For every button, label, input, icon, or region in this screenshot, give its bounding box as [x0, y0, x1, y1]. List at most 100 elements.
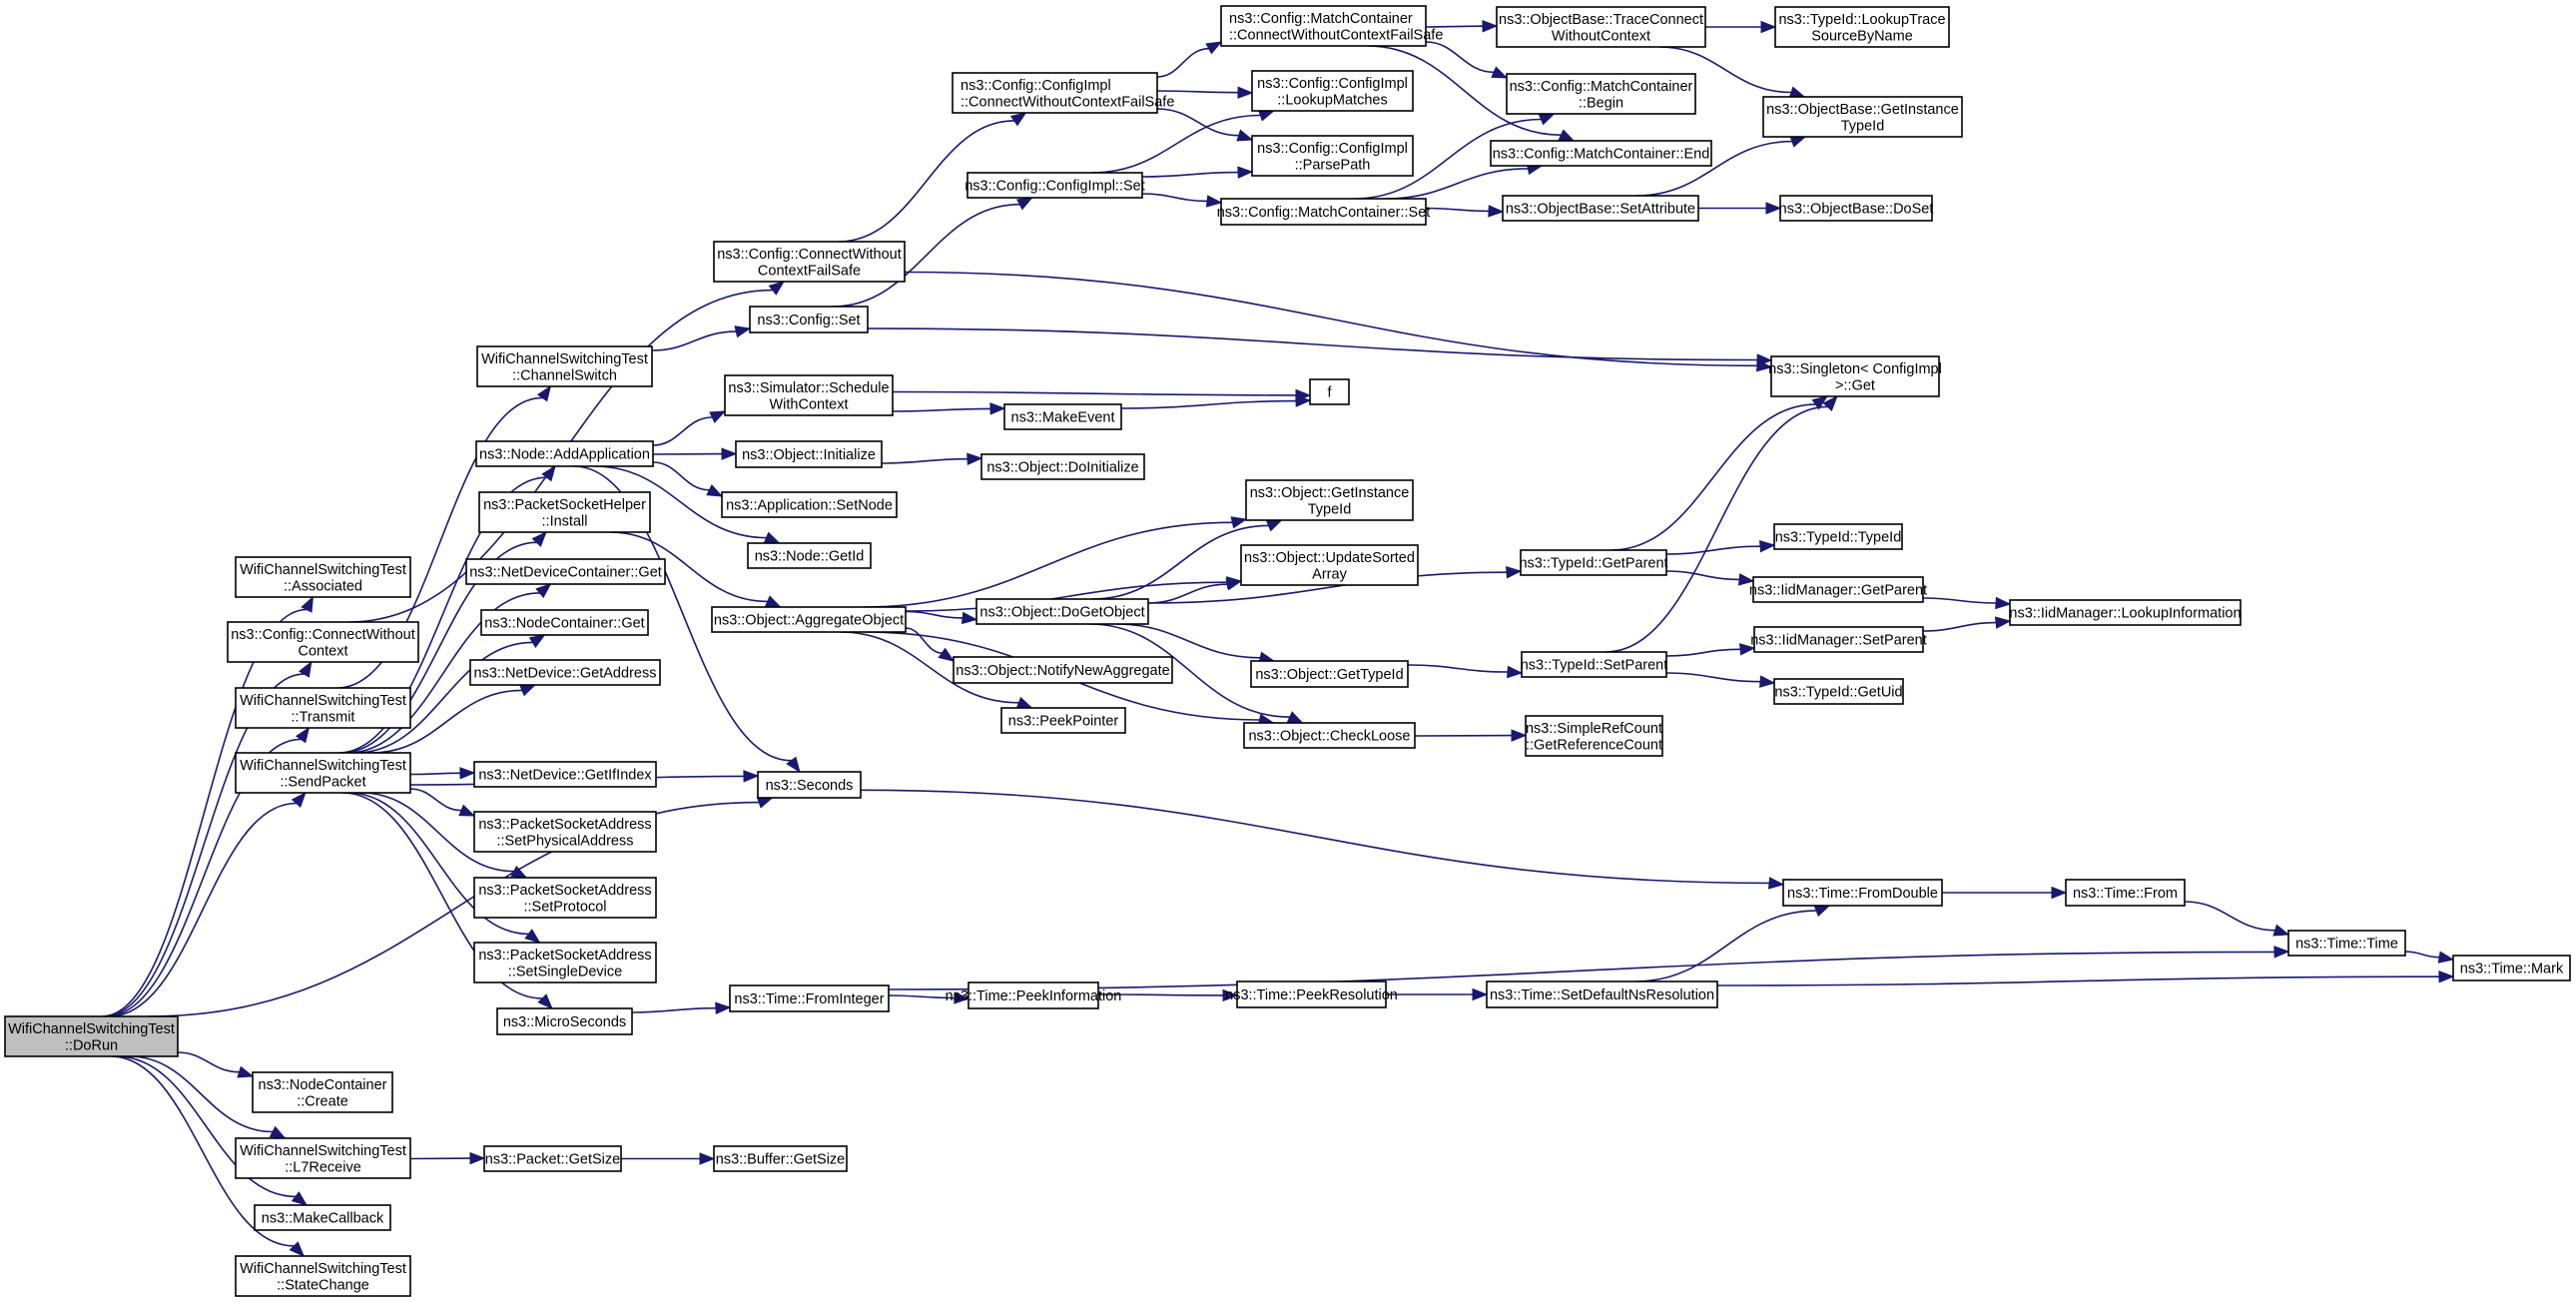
node-time-from-integer[interactable]: ns3::Time::FromInteger — [729, 984, 890, 1012]
node-label: ns3::Packet::GetSize — [485, 1152, 620, 1168]
node-set-default-ns-res[interactable]: ns3::Time::SetDefaultNsResolution — [1486, 980, 1718, 1008]
node-ci-set[interactable]: ns3::Config::ConfigImpl::Set — [965, 172, 1145, 199]
node-micro-seconds[interactable]: ns3::MicroSeconds — [496, 1007, 633, 1035]
node-label: ::L7Receive — [285, 1159, 361, 1175]
arrowhead-icon — [1015, 197, 1033, 211]
node-ci-lookup-matches[interactable]: ns3::Config::ConfigImpl::LookupMatches — [1251, 70, 1414, 112]
node-channel-switch[interactable]: WifiChannelSwitchingTest::ChannelSwitch — [476, 345, 653, 387]
node-type-id-type-id[interactable]: ns3::TypeId::TypeId — [1773, 523, 1903, 550]
edge-line — [1610, 403, 1816, 551]
node-nd-get-address[interactable]: ns3::NetDevice::GetAddress — [469, 659, 661, 686]
edge-do-run-to-send-packet — [109, 791, 307, 1017]
node-cfg-set[interactable]: ns3::Config::Set — [749, 306, 869, 333]
node-box — [967, 981, 1099, 1009]
node-make-callback[interactable]: ns3::MakeCallback — [254, 1204, 391, 1231]
node-ob-do-set[interactable]: ns3::ObjectBase::DoSet — [1779, 195, 1934, 222]
node-l7-receive[interactable]: WifiChannelSwitchingTest::L7Receive — [235, 1137, 411, 1179]
node-node-get-id[interactable]: ns3::Node::GetId — [747, 542, 872, 569]
node-ci-connect-wo-ctx-fs[interactable]: ns3::Config::ConfigImpl::ConnectWithoutC… — [952, 72, 1174, 114]
node-psa-set-proto[interactable]: ns3::PacketSocketAddress::SetProtocol — [473, 877, 657, 919]
node-label: ns3::Node::AddApplication — [479, 447, 650, 463]
node-box — [952, 72, 1158, 114]
node-nc-create[interactable]: ns3::NodeContainer::Create — [252, 1071, 393, 1113]
node-state-change[interactable]: WifiChannelSwitchingTest::StateChange — [235, 1255, 411, 1297]
node-f[interactable]: f — [1309, 378, 1350, 405]
node-label: ns3::NodeContainer — [259, 1077, 387, 1093]
node-type-id-get-uid[interactable]: ns3::TypeId::GetUid — [1773, 678, 1904, 705]
node-app-set-node[interactable]: ns3::Application::SetNode — [721, 491, 898, 518]
node-do-initialize[interactable]: ns3::Object::DoInitialize — [980, 453, 1145, 480]
node-peek-information[interactable]: ns3::Time::PeekInformation — [946, 981, 1122, 1009]
node-obj-initialize[interactable]: ns3::Object::Initialize — [735, 440, 883, 468]
node-do-run[interactable]: WifiChannelSwitchingTest::DoRun — [4, 1015, 179, 1057]
node-peek-resolution[interactable]: ns3::Time::PeekResolution — [1225, 980, 1398, 1008]
node-label: ns3::NetDevice::GetAddress — [474, 666, 657, 682]
edge-line — [860, 789, 1770, 885]
node-simple-ref-count[interactable]: ns3::SimpleRefCount::GetReferenceCount — [1525, 715, 1663, 757]
arrowhead-icon — [519, 684, 537, 697]
node-label: ns3::PacketSocketAddress — [478, 948, 651, 964]
node-buffer-get-size[interactable]: ns3::Buffer::GetSize — [713, 1145, 848, 1172]
node-nc-get[interactable]: ns3::NodeContainer::Get — [480, 609, 649, 636]
edge-do-run-to-nc-create — [177, 1051, 255, 1078]
edge-seconds-to-time-from-double — [860, 789, 1785, 890]
node-do-get-object[interactable]: ns3::Object::DoGetObject — [975, 598, 1149, 625]
arrowhead-icon — [2437, 951, 2455, 964]
node-mc-connect-wo-ctx-fs[interactable]: ns3::Config::MatchContainer::ConnectWith… — [1220, 5, 1443, 47]
node-time-from-double[interactable]: ns3::Time::FromDouble — [1782, 879, 1943, 907]
node-associated[interactable]: WifiChannelSwitchingTest::Associated — [235, 556, 411, 598]
node-obj-get-type-id[interactable]: ns3::Object::GetTypeId — [1250, 660, 1409, 688]
node-packet-get-size[interactable]: ns3::Packet::GetSize — [483, 1145, 622, 1172]
node-type-id-set-parent[interactable]: ns3::TypeId::SetParent — [1521, 651, 1668, 678]
node-make-event[interactable]: ns3::MakeEvent — [1003, 403, 1122, 430]
node-time-from[interactable]: ns3::Time::From — [2065, 879, 2186, 907]
arrowhead-icon — [1491, 66, 1509, 79]
node-transmit[interactable]: WifiChannelSwitchingTest::Transmit — [235, 687, 411, 729]
node-seconds[interactable]: ns3::Seconds — [757, 771, 862, 799]
arrowhead-icon — [1507, 665, 1524, 679]
arrowhead-icon — [2438, 970, 2455, 983]
node-box — [1752, 576, 1924, 603]
node-iid-set-parent[interactable]: ns3::IidManager::SetParent — [1750, 626, 1927, 653]
node-ps-helper-install[interactable]: ns3::PacketSocketHelper::Install — [478, 491, 651, 533]
edge-line — [409, 772, 461, 776]
node-mc-begin[interactable]: ns3::Config::MatchContainer::Begin — [1506, 73, 1696, 115]
node-type-id-get-parent[interactable]: ns3::TypeId::GetParent — [1519, 549, 1668, 576]
edge-send-packet-to-add-application — [337, 464, 556, 754]
node-box — [227, 621, 419, 663]
edge-line — [1091, 524, 1269, 600]
edge-line — [1115, 623, 1261, 659]
node-mc-end[interactable]: ns3::Config::MatchContainer::End — [1490, 140, 1712, 167]
node-cfg-connect-wo-ctx-fs[interactable]: ns3::Config::ConnectWithoutContextFailSa… — [713, 241, 906, 283]
node-check-loose[interactable]: ns3::Object::CheckLoose — [1243, 722, 1416, 749]
node-iid-get-parent[interactable]: ns3::IidManager::GetParent — [1749, 576, 1927, 603]
node-aggregate-object[interactable]: ns3::Object::AggregateObject — [711, 606, 907, 633]
edge-line — [1425, 207, 1490, 213]
node-label: ns3::Config::ConfigImpl — [1257, 141, 1408, 157]
node-psa-set-phys[interactable]: ns3::PacketSocketAddress::SetPhysicalAdd… — [473, 811, 657, 853]
node-add-application[interactable]: ns3::Node::AddApplication — [475, 440, 654, 467]
node-iid-lookup-info[interactable]: ns3::IidManager::LookupInformation — [2009, 599, 2242, 626]
node-nd-get-if-index[interactable]: ns3::NetDevice::GetIfIndex — [473, 761, 657, 788]
edge-aggregate-object-to-do-get-object — [905, 610, 978, 625]
node-time-time[interactable]: ns3::Time::Time — [2287, 930, 2406, 957]
node-cfg-connect-wo-ctx[interactable]: ns3::Config::ConnectWithoutContext — [227, 621, 419, 663]
node-ob-set-attribute[interactable]: ns3::ObjectBase::SetAttribute — [1502, 195, 1699, 222]
node-singleton-get[interactable]: ns3::Singleton< ConfigImpl>::Get — [1768, 355, 1942, 397]
arrowhead-icon — [1205, 41, 1223, 55]
node-peek-pointer[interactable]: ns3::PeekPointer — [1000, 707, 1126, 734]
node-mc-set[interactable]: ns3::Config::MatchContainer::Set — [1217, 198, 1431, 226]
node-send-packet[interactable]: WifiChannelSwitchingTest::SendPacket — [235, 752, 411, 794]
node-ci-parse-path[interactable]: ns3::Config::ConfigImpl::ParsePath — [1251, 135, 1414, 177]
node-ob-trace-connect-wo-ctx[interactable]: ns3::ObjectBase::TraceConnectWithoutCont… — [1496, 6, 1706, 48]
node-psa-set-single[interactable]: ns3::PacketSocketAddress::SetSingleDevic… — [473, 942, 657, 983]
node-time-mark[interactable]: ns3::Time::Mark — [2452, 955, 2571, 981]
node-box — [473, 761, 657, 788]
node-notify-new-agg[interactable]: ns3::Object::NotifyNewAggregate — [953, 656, 1173, 684]
node-ndc-get[interactable]: ns3::NetDeviceContainer::Get — [465, 558, 666, 585]
